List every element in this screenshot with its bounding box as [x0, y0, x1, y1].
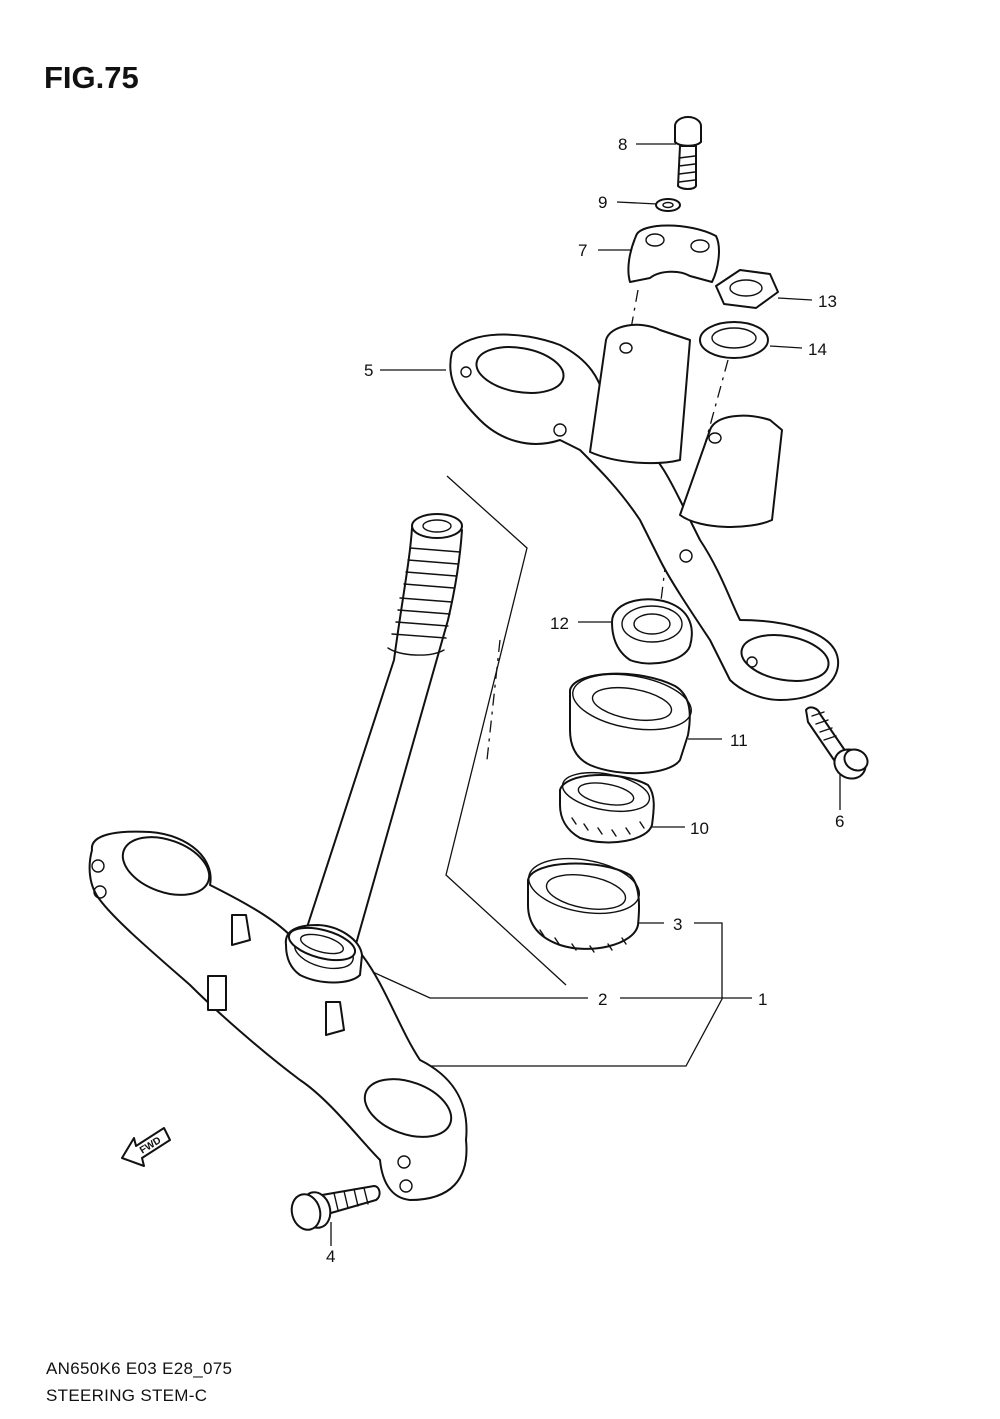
callout-14: 14: [808, 340, 827, 359]
callout-4: 4: [326, 1247, 335, 1266]
part-4-bolt: [290, 1185, 381, 1231]
part-8-bolt: [674, 116, 702, 190]
part-7-handlebar-clamp: [627, 224, 720, 283]
callout-7: 7: [578, 241, 587, 260]
figure-name: STEERING STEM-C: [46, 1386, 208, 1405]
callout-11: 11: [730, 731, 748, 750]
callout-12: 12: [550, 614, 569, 633]
figure-title: FIG.75: [44, 60, 139, 95]
lower-bracket: [88, 830, 468, 1201]
callout-2: 2: [598, 990, 607, 1009]
callout-6: 6: [835, 812, 844, 831]
callout-9: 9: [598, 193, 607, 212]
model-code: AN650K6 E03 E28_075: [46, 1359, 233, 1378]
callout-3: 3: [673, 915, 682, 934]
callout-1: 1: [758, 990, 767, 1009]
part-9-washer: [655, 198, 681, 212]
part-5-upper-bracket: [449, 323, 840, 701]
part-2-dust-seal: [287, 926, 357, 962]
callout-8: 8: [618, 135, 627, 154]
part-12-lock-nut: [611, 598, 693, 665]
callout-labels: 1 2 3 4 5 6 7 8 9 10 11 12 13 14: [326, 135, 844, 1266]
part-3-lower-bearing: [527, 857, 641, 953]
callout-13: 13: [818, 292, 837, 311]
part-10-bearing: [559, 771, 655, 844]
part-6-bolt: [805, 706, 869, 780]
part-11-seal: [569, 672, 692, 775]
steering-stem-shaft: [297, 513, 463, 966]
part-13-nut: [715, 269, 779, 309]
callout-10: 10: [690, 819, 709, 838]
part-14-washer: [699, 321, 769, 359]
callout-5: 5: [364, 361, 373, 380]
fwd-arrow-icon: FWD: [121, 1127, 171, 1167]
